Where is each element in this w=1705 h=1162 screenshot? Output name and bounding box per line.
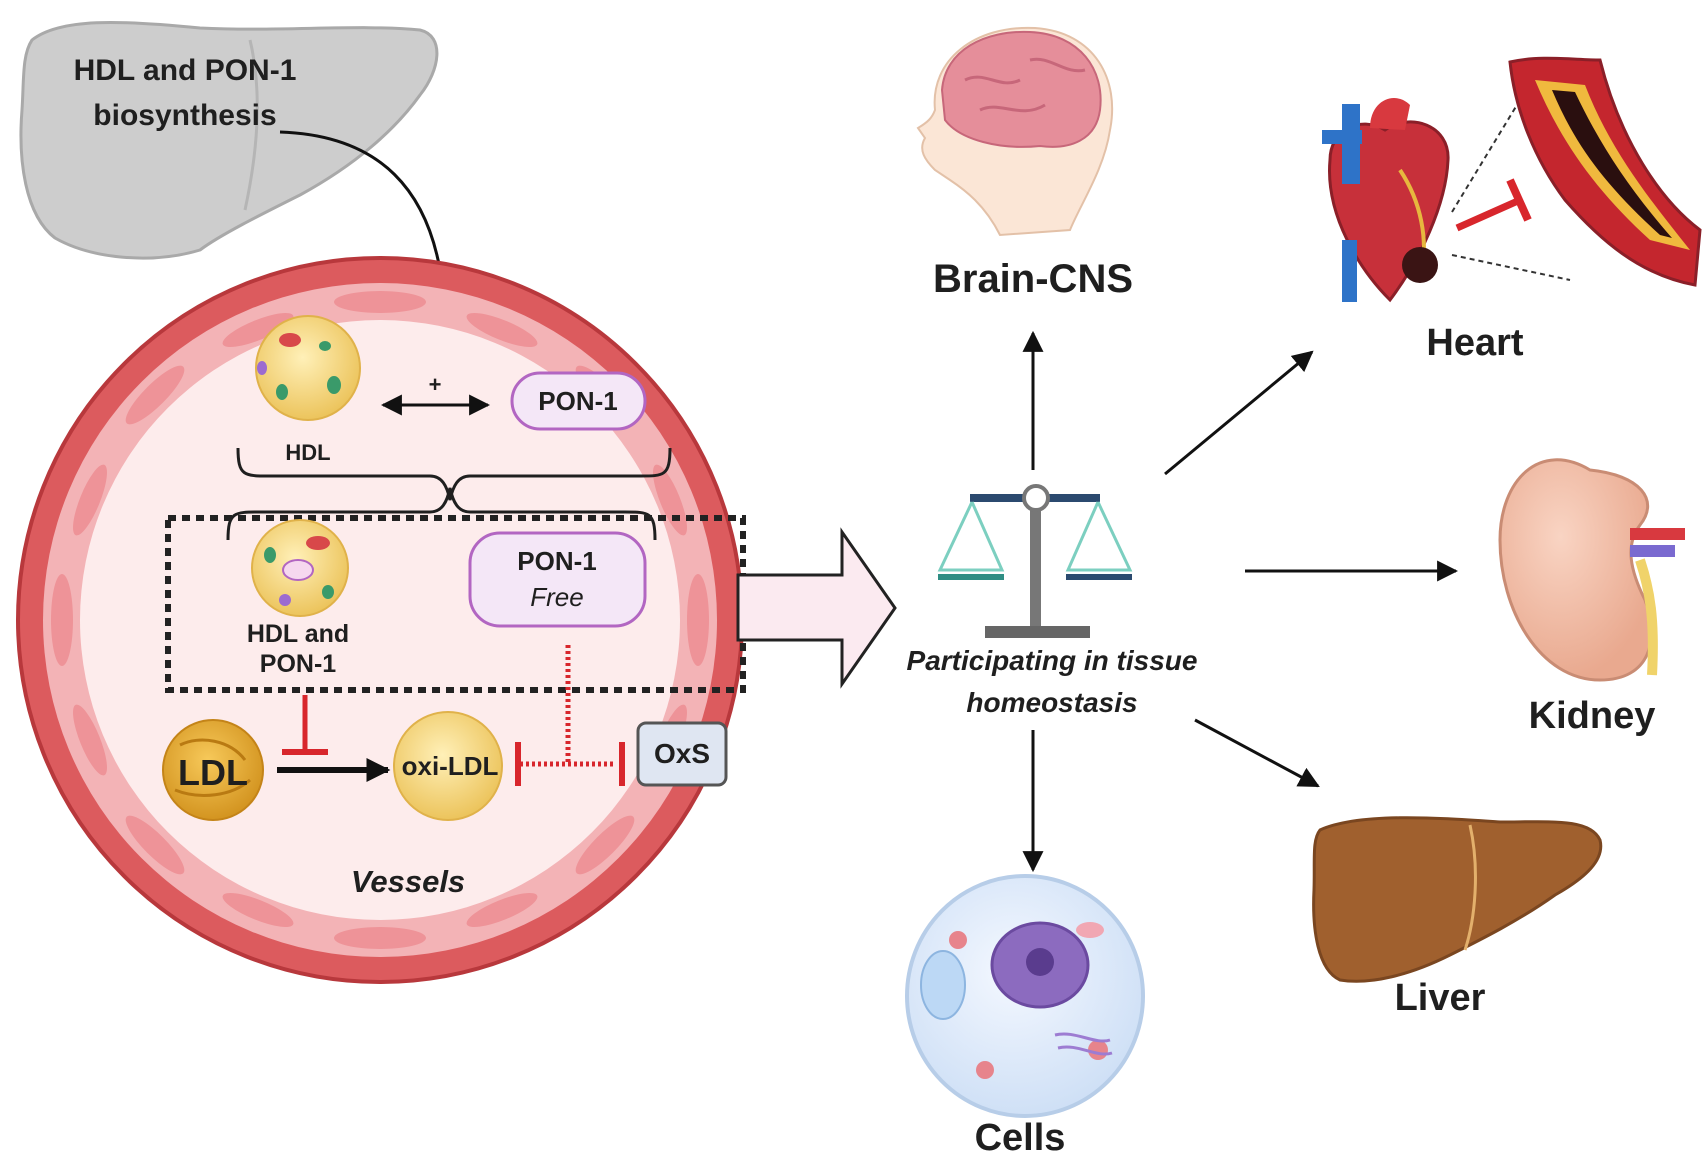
pon1-free-label-line2: Free bbox=[530, 582, 583, 612]
zoom-line-top bbox=[1451, 94, 1524, 213]
hdl-pon1-complex-icon bbox=[251, 519, 349, 617]
plus-sign: + bbox=[429, 372, 442, 397]
balance-scale-icon bbox=[937, 484, 1133, 638]
hdl-label: HDL bbox=[285, 440, 330, 465]
pon1-label: PON-1 bbox=[538, 386, 617, 416]
heart-inhibition-marker bbox=[1455, 178, 1532, 232]
cells-label: Cells bbox=[975, 1117, 1066, 1159]
complex-inhibition-marker bbox=[282, 695, 328, 755]
upper-brace bbox=[236, 447, 672, 501]
source-label-line2: biosynthesis bbox=[93, 99, 276, 132]
heart-illustration bbox=[1322, 98, 1450, 303]
brain-label: Brain-CNS bbox=[933, 257, 1133, 301]
oxs-label: OxS bbox=[654, 738, 710, 769]
liver-label: Liver bbox=[1395, 977, 1486, 1019]
free-pon1-inhibition-marker bbox=[515, 645, 625, 786]
lower-brace bbox=[226, 487, 657, 541]
hdl-pon1-label-line2: PON-1 bbox=[260, 650, 337, 678]
ldl-label: LDL bbox=[178, 752, 248, 793]
hdl-particle-icon bbox=[255, 315, 361, 421]
oxildl-particle-icon bbox=[393, 711, 503, 821]
brain-head-illustration bbox=[916, 26, 1114, 237]
pon1-pill bbox=[510, 371, 647, 431]
pon1-free-pill bbox=[468, 531, 647, 628]
homeostasis-label-line1: Participating in tissue bbox=[907, 645, 1198, 676]
homeostasis-label-line2: homeostasis bbox=[966, 687, 1137, 718]
ldl-particle-icon bbox=[162, 719, 264, 821]
target-liver-illustration bbox=[1312, 816, 1603, 983]
pon1-free-label-line1: PON-1 bbox=[517, 546, 596, 576]
plaque-artery-illustration bbox=[1508, 56, 1702, 287]
source-label-line1: HDL and PON-1 bbox=[74, 54, 297, 87]
kidney-label: Kidney bbox=[1529, 695, 1656, 737]
outflow-block-arrow bbox=[736, 527, 897, 689]
cell-illustration bbox=[905, 874, 1145, 1118]
source-liver-illustration bbox=[19, 20, 439, 260]
vessels-label: Vessels bbox=[351, 864, 465, 899]
oxs-box bbox=[636, 721, 728, 787]
hdl-pon1-label-line1: HDL and bbox=[247, 620, 349, 648]
heart-label: Heart bbox=[1426, 322, 1523, 364]
oxildl-label: oxi-LDL bbox=[402, 751, 499, 781]
zoom-line-bottom bbox=[1451, 254, 1571, 281]
arrow-to-heart bbox=[1164, 350, 1314, 476]
kidney-illustration bbox=[1498, 458, 1685, 682]
arrow-to-liver bbox=[1194, 718, 1320, 788]
